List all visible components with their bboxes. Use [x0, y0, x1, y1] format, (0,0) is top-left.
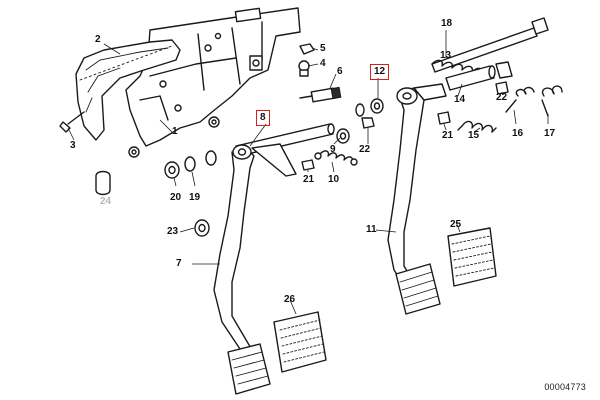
insulation-gasket: [75, 39, 181, 141]
callout-3: 3: [70, 140, 76, 151]
washer-stack: [355, 98, 384, 117]
spring-15: [457, 120, 497, 133]
callout-10: 10: [328, 174, 340, 185]
callout-9: 9: [330, 144, 336, 155]
callout-4: 4: [320, 58, 326, 69]
rubber-pad-25: [447, 227, 497, 287]
clutch-pedal-arm: [213, 143, 297, 359]
callout-17: 17: [544, 128, 556, 139]
bolt-3: [59, 111, 85, 133]
callout-24: 24: [100, 196, 112, 207]
nut-5: [299, 43, 315, 55]
clip-21-right: [437, 111, 451, 125]
callout-5: 5: [320, 43, 326, 54]
callout-14: 14: [454, 94, 466, 105]
callout-7: 7: [176, 258, 182, 269]
callout-25: 25: [450, 219, 462, 230]
callout-22-right: 22: [496, 92, 508, 103]
bushing-14-end: [495, 61, 513, 79]
callout-12: 12: [369, 64, 390, 80]
callout-16: 16: [512, 128, 524, 139]
leader-lines: [67, 30, 549, 315]
stop-buffer-23: [194, 219, 210, 237]
return-spring-16: [505, 86, 535, 113]
brake-pedal-pad: [395, 263, 441, 315]
rubber-pad-26: [273, 311, 327, 373]
clutch-pedal-pad: [227, 343, 271, 395]
nut-22-right: [495, 81, 509, 95]
mounting-bracket: [125, 7, 301, 158]
callout-22-left: 22: [359, 144, 371, 155]
drawing-number: 00004773: [544, 382, 586, 392]
bushing-9: [336, 128, 350, 144]
nut-22-left: [361, 117, 375, 129]
callout-21-right: 21: [442, 130, 454, 141]
washer-19: [184, 150, 217, 172]
bushing-20: [164, 161, 180, 179]
spring-10: [314, 150, 358, 166]
long-bolt-18: [431, 17, 549, 73]
callout-1: 1: [172, 126, 178, 137]
callout-23: 23: [167, 226, 179, 237]
brake-light-switch: [299, 86, 342, 103]
callout-6: 6: [337, 66, 343, 77]
callout-21-left: 21: [303, 174, 315, 185]
callout-20: 20: [170, 192, 182, 203]
callout-15: 15: [468, 130, 480, 141]
return-spring-17: [541, 85, 563, 117]
clip-21-left: [301, 159, 315, 171]
callout-19: 19: [189, 192, 201, 203]
cap-24: [95, 170, 111, 196]
callout-18: 18: [441, 18, 453, 29]
screw-4: [298, 60, 310, 77]
callout-8: 8: [256, 110, 270, 126]
callout-13: 13: [440, 50, 452, 61]
callout-2: 2: [95, 34, 101, 45]
sleeve-14: [445, 65, 496, 91]
callout-11: 11: [366, 224, 377, 235]
callout-26: 26: [284, 294, 296, 305]
